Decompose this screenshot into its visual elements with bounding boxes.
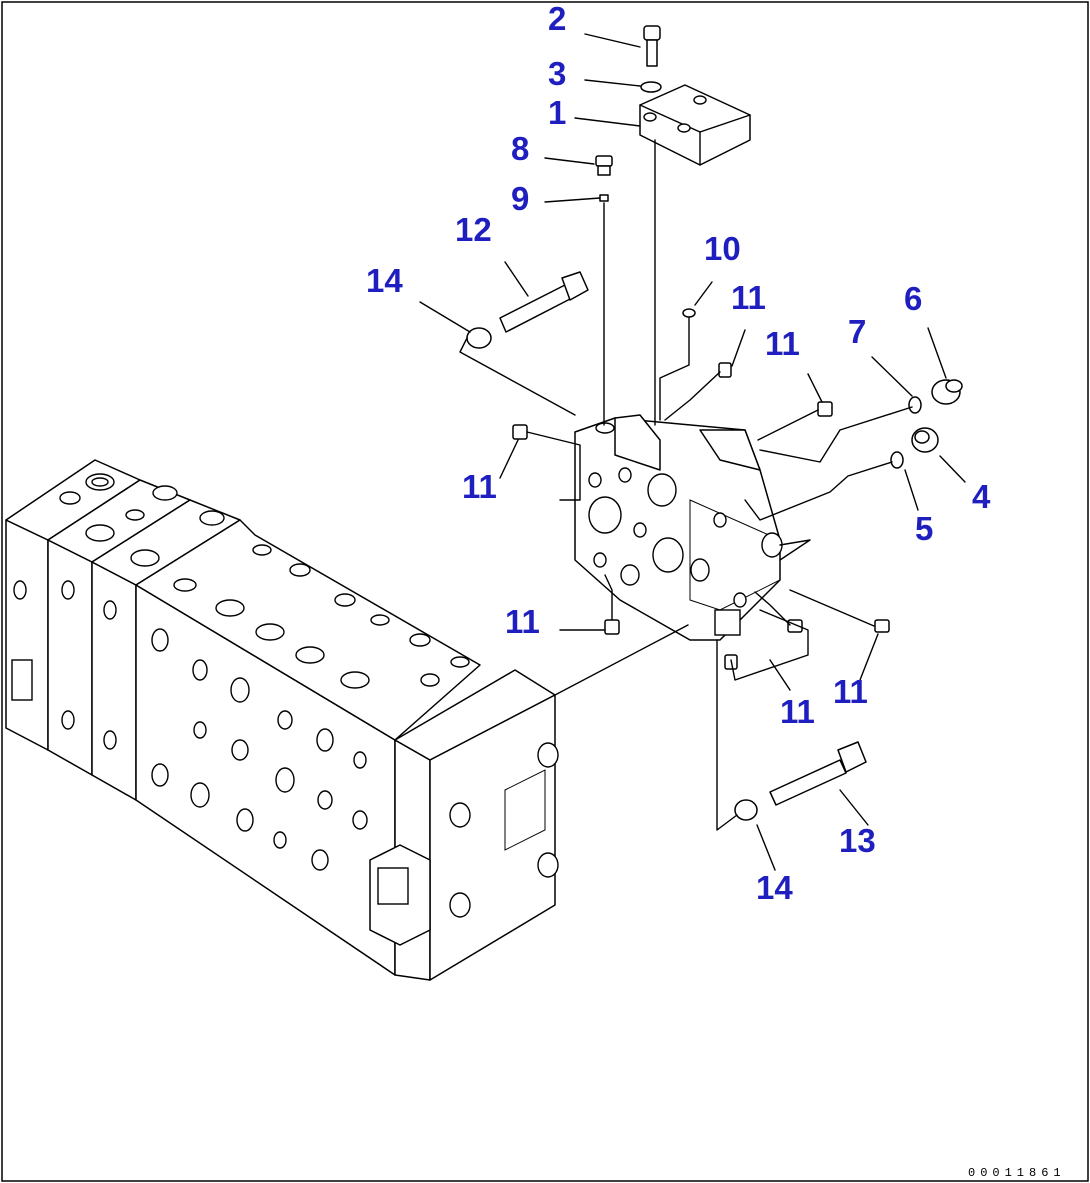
leader-lines <box>419 33 966 871</box>
callout-4: 4 <box>972 478 991 515</box>
callout-1: 1 <box>548 94 566 131</box>
part-bolt-13 <box>769 741 867 806</box>
callout-11-c: 11 <box>462 468 497 505</box>
callout-12: 12 <box>455 211 492 248</box>
part-plug-6 <box>931 379 963 405</box>
part-plug-11b <box>817 401 833 417</box>
part-plug-4 <box>911 427 939 453</box>
part-washer-3 <box>640 81 662 93</box>
callout-7: 7 <box>848 313 866 350</box>
callout-11-e: 11 <box>833 673 868 710</box>
callout-8: 8 <box>511 130 529 167</box>
valve-block <box>574 414 783 641</box>
callout-14-lower: 14 <box>756 869 793 906</box>
callout-11-d: 11 <box>505 603 540 640</box>
part-plug-11f <box>874 619 890 633</box>
callout-13: 13 <box>839 822 876 859</box>
callout-2: 2 <box>548 0 566 37</box>
part-ring-10 <box>682 308 696 318</box>
callout-11-b: 11 <box>765 325 800 362</box>
callout-labels: 2 3 1 8 9 12 10 14 11 11 6 7 4 5 11 11 1… <box>366 0 991 906</box>
main-valve-stack <box>5 459 559 981</box>
callout-11-f: 11 <box>780 693 815 730</box>
callout-14-upper: 14 <box>366 262 403 299</box>
callout-10: 10 <box>704 230 741 267</box>
callout-3: 3 <box>548 55 566 92</box>
part-oring-5 <box>890 451 904 469</box>
part-plug-8 <box>595 155 613 176</box>
part-oring-7 <box>908 396 922 414</box>
callout-9: 9 <box>511 180 529 217</box>
part-washer-14b <box>734 799 758 821</box>
callout-5: 5 <box>915 510 933 547</box>
part-bolt-2 <box>643 25 661 67</box>
part-plug-11d <box>604 619 620 635</box>
part-plug-11a <box>718 362 732 378</box>
callout-6: 6 <box>904 280 922 317</box>
callout-11-a: 11 <box>731 279 766 316</box>
part-pin-9 <box>599 194 609 202</box>
part-plug-11c <box>512 424 528 440</box>
part-cover-block-1 <box>639 84 751 166</box>
drawing-number: 00011861 <box>968 1166 1066 1180</box>
part-washer-14a <box>466 327 492 349</box>
part-bolt-12 <box>499 271 589 333</box>
